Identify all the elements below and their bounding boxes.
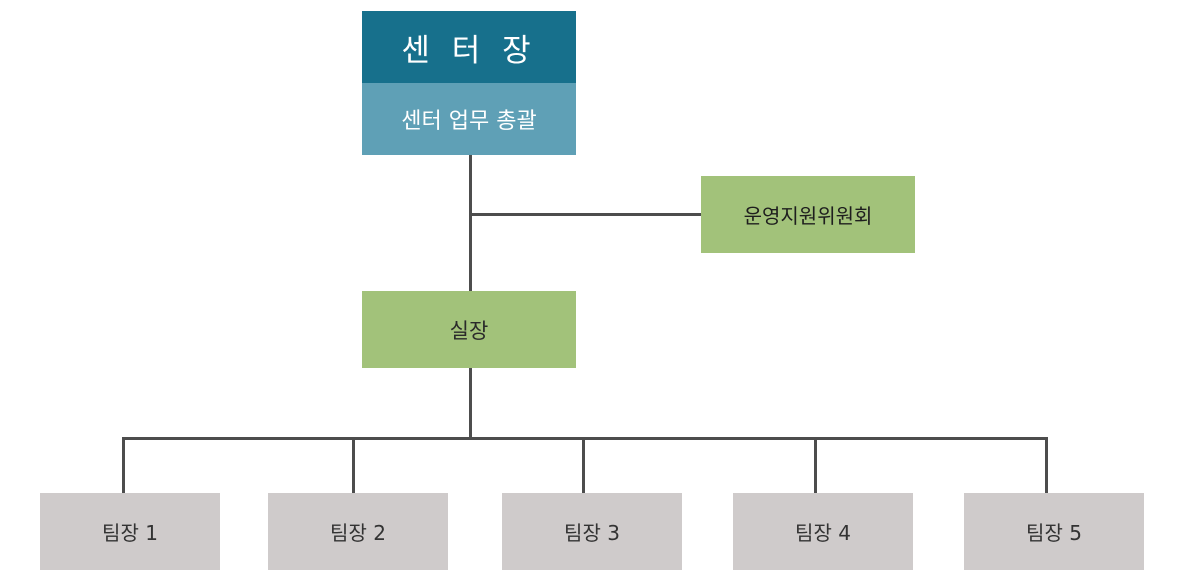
team-leader-box-1: 팀장 1	[40, 493, 220, 570]
connector-team-4	[814, 437, 817, 493]
team-leader-label-2: 팀장 2	[330, 521, 386, 545]
connector-to-committee	[469, 213, 701, 216]
connector-team-1	[122, 437, 125, 493]
connector-team-5	[1045, 437, 1048, 493]
connector-team-3	[582, 437, 585, 493]
connector-director-to-chief	[469, 155, 472, 291]
director-description: 센터 업무 총괄	[401, 109, 537, 134]
connector-team-bus	[122, 437, 1048, 440]
committee-box: 운영지원위원회	[701, 176, 915, 253]
team-leader-box-5: 팀장 5	[964, 493, 1144, 570]
team-leader-box-4: 팀장 4	[733, 493, 913, 570]
team-leader-label-3: 팀장 3	[564, 521, 620, 545]
team-leader-box-2: 팀장 2	[268, 493, 448, 570]
committee-label: 운영지원위원회	[743, 204, 873, 228]
connector-team-2	[352, 437, 355, 493]
team-leader-label-5: 팀장 5	[1026, 521, 1082, 545]
connector-chief-to-teams	[469, 368, 472, 440]
team-leader-label-1: 팀장 1	[102, 521, 158, 545]
team-leader-label-4: 팀장 4	[795, 521, 851, 545]
director-title: 센 터 장	[401, 32, 537, 69]
director-description-box: 센터 업무 총괄	[362, 83, 576, 155]
office-chief-box: 실장	[362, 291, 576, 368]
director-title-box: 센 터 장	[362, 11, 576, 83]
office-chief-label: 실장	[449, 318, 489, 343]
team-leader-box-3: 팀장 3	[502, 493, 682, 570]
